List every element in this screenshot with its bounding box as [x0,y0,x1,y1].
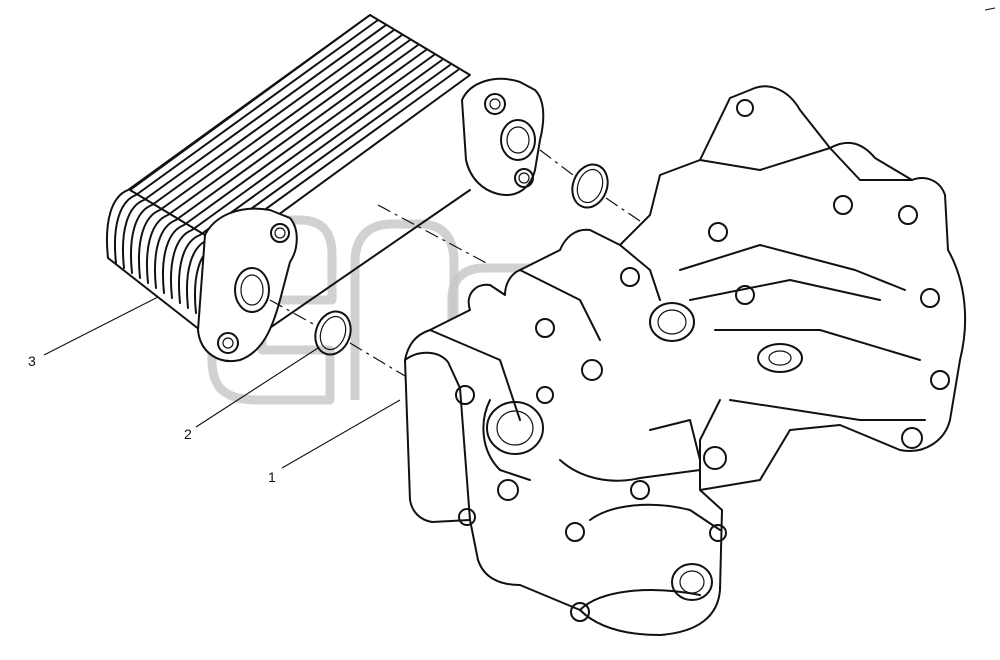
leader-2 [195,347,319,428]
o-ring-rear [571,163,609,209]
callout-labels: 1 2 3 [28,353,276,485]
o-ring-part [314,163,609,356]
callout-2: 2 [184,426,192,442]
leader-1 [281,399,401,469]
cooler-front-flange [197,207,298,363]
housing-bolt-holes [455,99,950,622]
callout-leaders [43,296,401,469]
callout-1: 1 [268,469,276,485]
housing-ports [486,302,803,601]
cooler-rear-flange [461,77,545,196]
o-ring-front [314,310,352,356]
oil-cooler-part [106,14,545,363]
housing-part [404,85,967,636]
corner-mark [984,7,996,11]
leader-3 [43,296,159,356]
callout-3: 3 [28,353,36,369]
